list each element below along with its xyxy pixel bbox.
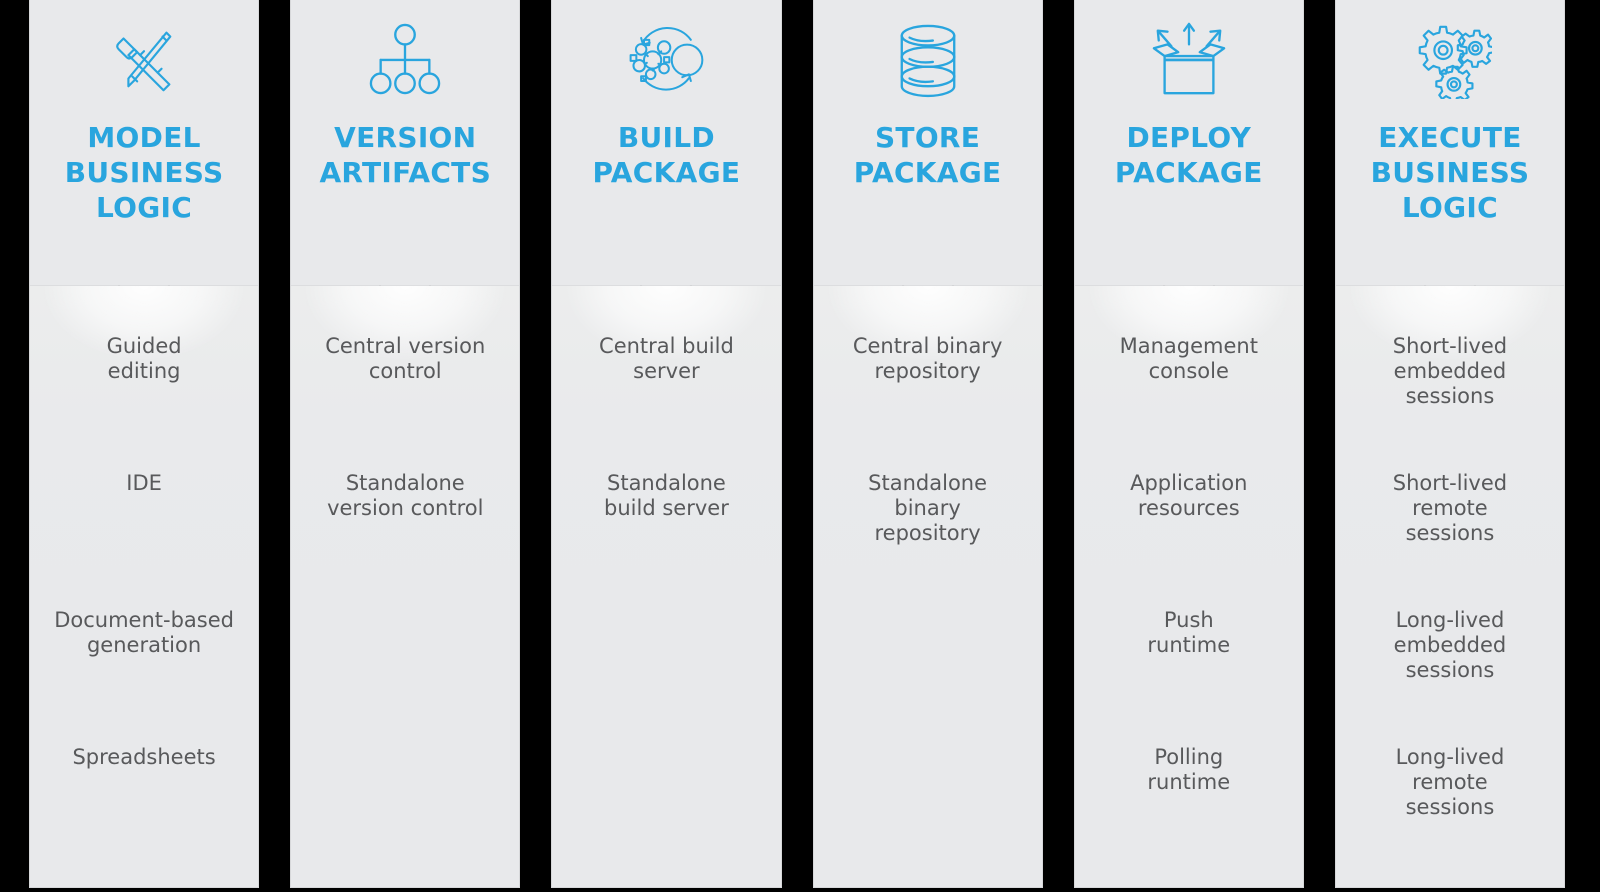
item-label: Standalone build server [604,471,729,520]
list-item[interactable]: Short-lived remote sessions [1336,471,1564,608]
list-item[interactable]: Central binary repository [814,334,1042,471]
list-item[interactable]: Long-lived embedded sessions [1336,608,1564,745]
list-item [552,745,780,882]
list-item[interactable]: Long-lived remote sessions [1336,745,1564,882]
column-gap [259,0,291,888]
list-item [291,745,519,882]
card-divider [1335,285,1565,304]
list-item[interactable]: Standalone build server [552,471,780,608]
column-gap [1042,0,1074,888]
card-divider [291,285,520,304]
chevron-notch-icon [640,285,693,305]
column-card-build-package[interactable]: BUILD PACKAGE Central build server Stand… [551,0,782,888]
list-item[interactable]: Polling runtime [1075,745,1303,882]
card-divider [30,285,259,304]
card-body: Short-lived embedded sessions Short-live… [1335,286,1565,887]
card-body: Management console Application resources… [1074,286,1303,887]
list-item[interactable]: Standalone binary repository [814,471,1042,608]
item-label: Push runtime [1147,608,1231,657]
item-label: Document-based generation [54,608,234,657]
column-gap [1303,0,1335,888]
list-item[interactable]: Push runtime [1075,608,1303,745]
list-item [814,745,1042,882]
list-item[interactable]: Guided editing [30,334,258,471]
item-label: Management console [1119,334,1258,383]
card-header: VERSION ARTIFACTS [291,0,520,285]
right-margin [1565,0,1600,888]
card-body: Central binary repository Standalone bin… [813,286,1042,887]
list-item[interactable]: Application resources [1075,471,1303,608]
open-box-arrows-icon [1075,0,1303,118]
hierarchy-tree-icon [291,0,519,118]
card-header: STORE PACKAGE [813,0,1042,285]
item-label: Long-lived remote sessions [1395,745,1505,819]
list-item[interactable]: Central version control [291,334,519,471]
column-card-execute-business-logic[interactable]: EXECUTE BUSINESS LOGIC Short-lived embed… [1334,0,1566,888]
chevron-notch-icon [901,285,954,305]
left-margin [0,0,29,888]
chevron-notch-icon [1423,285,1476,305]
card-title: DEPLOY PACKAGE [1114,121,1263,189]
card-divider [552,285,781,304]
card-body: Central build server Standalone build se… [552,286,781,887]
card-title: MODEL BUSINESS LOGIC [64,121,224,224]
card-title: EXECUTE BUSINESS LOGIC [1370,121,1530,224]
card-title: BUILD PACKAGE [592,121,741,189]
list-item[interactable]: Standalone version control [291,471,519,608]
list-item[interactable]: Short-lived embedded sessions [1336,334,1564,471]
molecule-package-icon [552,0,780,118]
item-label: Long-lived embedded sessions [1393,608,1507,682]
item-label: Polling runtime [1147,745,1231,794]
item-label: Spreadsheets [72,745,216,769]
item-label: Application resources [1130,471,1248,520]
item-label: Central binary repository [852,334,1003,383]
column-card-model-business-logic[interactable]: MODEL BUSINESS LOGIC Guided editing IDE … [29,0,260,888]
list-item [291,608,519,745]
card-body: Central version control Standalone versi… [291,286,520,887]
card-header: DEPLOY PACKAGE [1074,0,1303,285]
column-card-store-package[interactable]: STORE PACKAGE Central binary repository … [812,0,1043,888]
item-label: Guided editing [106,334,182,383]
chevron-notch-icon [379,285,432,305]
item-label: Short-lived remote sessions [1392,471,1508,545]
list-item [552,608,780,745]
column-gap [781,0,813,888]
chevron-notch-icon [1162,285,1215,305]
list-item[interactable]: Spreadsheets [30,745,258,882]
list-item[interactable]: Central build server [552,334,780,471]
list-item[interactable]: IDE [30,471,258,608]
column-card-version-artifacts[interactable]: VERSION ARTIFACTS Central version contro… [290,0,521,888]
card-title: STORE PACKAGE [853,121,1002,189]
card-title: VERSION ARTIFACTS [319,121,492,189]
card-header: BUILD PACKAGE [552,0,781,285]
list-item[interactable]: Management console [1075,334,1303,471]
column-card-deploy-package[interactable]: DEPLOY PACKAGE Management console Applic… [1073,0,1304,888]
card-header: MODEL BUSINESS LOGIC [30,0,259,285]
chevron-notch-icon [118,285,171,305]
card-body: Guided editing IDE Document-based genera… [30,286,259,887]
hammer-and-pencil-icon [30,0,258,118]
column-gap [520,0,552,888]
card-header: EXECUTE BUSINESS LOGIC [1335,0,1565,285]
gears-icon [1336,0,1564,118]
item-label: Central build server [599,334,734,383]
item-label: Central version control [325,334,486,383]
list-item [814,608,1042,745]
card-divider [1074,285,1303,304]
item-label: IDE [126,471,162,495]
card-divider [813,285,1042,304]
list-item[interactable]: Document-based generation [30,608,258,745]
item-label: Standalone binary repository [868,471,988,545]
item-label: Short-lived embedded sessions [1392,334,1508,408]
item-label: Standalone version control [327,471,484,520]
database-stack-icon [814,0,1042,118]
